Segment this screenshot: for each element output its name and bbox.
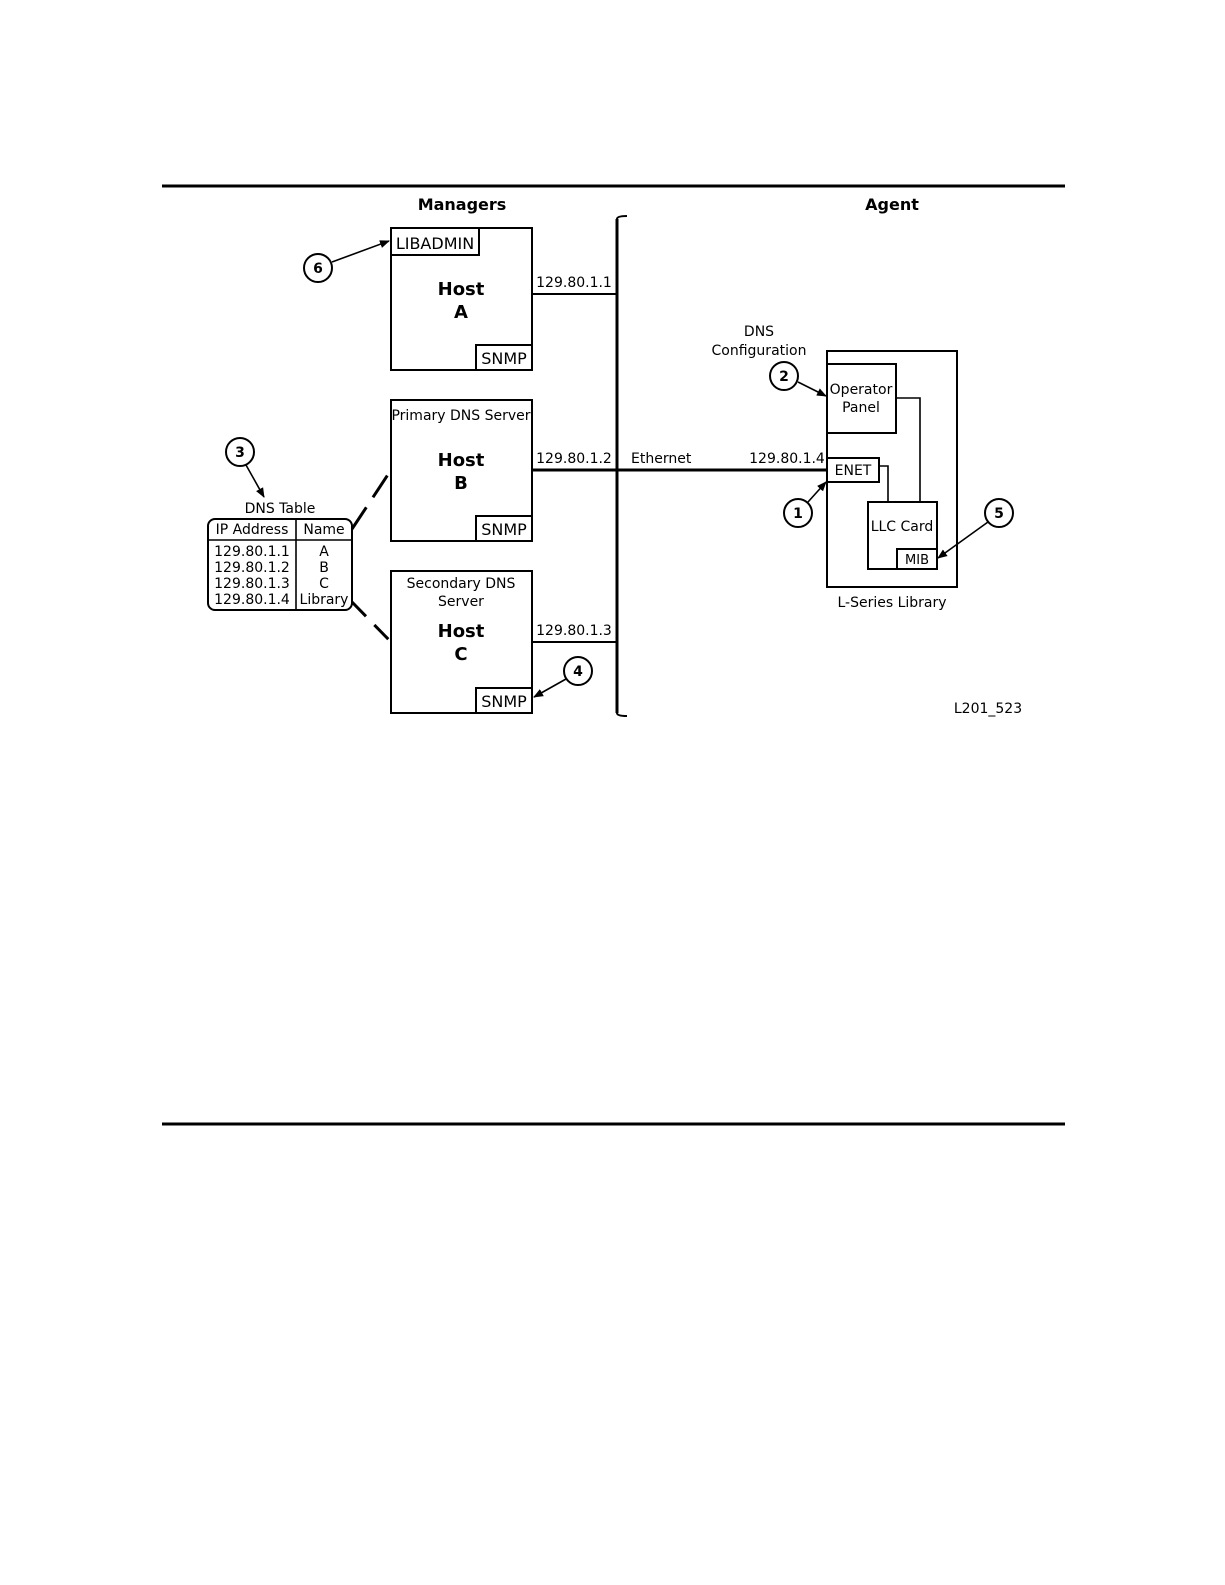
host-b-role: Primary DNS Server [391, 408, 530, 424]
callout-6: 6 [303, 240, 390, 283]
svg-text:5: 5 [994, 506, 1004, 522]
host-c-role-line2: Server [438, 594, 484, 610]
dns-row-4-ip: 129.80.1.4 [214, 592, 290, 608]
host-a-title: Host [438, 279, 485, 300]
host-c-title: Host [438, 621, 485, 642]
libadmin-label: LIBADMIN [396, 234, 474, 253]
svg-text:2: 2 [779, 369, 789, 385]
host-a-snmp-label: SNMP [481, 349, 527, 368]
libadmin-box [390, 227, 480, 256]
host-a-ip: 129.80.1.1 [536, 275, 612, 291]
llc-card-label: LLC Card [871, 519, 934, 535]
dns-row-1-name: A [319, 544, 329, 560]
svg-text:4: 4 [573, 664, 583, 680]
operator-panel-box [826, 363, 897, 434]
dns-table: DNS Table IP Address Name 129.80.1.1 A 1… [207, 501, 353, 611]
panel-to-llc-line [896, 397, 921, 502]
host-b-title: Host [438, 450, 485, 471]
figure-id: L201_523 [954, 701, 1022, 717]
host-b-letter: B [454, 473, 468, 494]
dns-row-3-name: C [319, 576, 329, 592]
dns-row-2-ip: 129.80.1.2 [214, 560, 290, 576]
svg-text:1: 1 [793, 506, 803, 522]
callout-1: 1 [783, 481, 827, 528]
dns-table-box [207, 518, 353, 611]
host-a-letter: A [454, 302, 468, 323]
dns-config-line2: Configuration [712, 343, 807, 359]
host-b-ip: 129.80.1.2 [536, 451, 612, 467]
svg-text:3: 3 [235, 445, 245, 461]
callout-4: 4 [533, 656, 593, 698]
host-c-ip: 129.80.1.3 [536, 623, 612, 639]
callout-3: 3 [225, 437, 265, 498]
dns-to-host-b-dash [350, 469, 393, 530]
dns-row-1-ip: 129.80.1.1 [214, 544, 290, 560]
host-a: LIBADMIN Host A SNMP 129.80.1.1 [390, 227, 617, 371]
bus-cap-top [616, 215, 628, 220]
host-b: Primary DNS Server Host B SNMP 129.80.1.… [390, 399, 617, 542]
mib-box [896, 548, 938, 570]
dns-table-header-ip: IP Address [216, 522, 289, 538]
enet-box [826, 457, 880, 483]
operator-panel-line1: Operator [830, 382, 893, 398]
dns-config-line1: DNS [744, 324, 774, 340]
l-series-library: Operator Panel ENET LLC Card MIB L-Serie… [826, 350, 958, 611]
host-a-snmp-box [475, 344, 533, 371]
host-c: Secondary DNS Server Host C SNMP 129.80.… [390, 570, 617, 714]
callout-5: 5 [937, 498, 1014, 559]
agent-header: Agent [865, 195, 919, 214]
dns-table-header-name: Name [303, 522, 344, 538]
dns-row-3-ip: 129.80.1.3 [214, 576, 290, 592]
dns-to-host-c-dash [350, 600, 393, 644]
dns-row-2-name: B [319, 560, 329, 576]
host-c-letter: C [454, 644, 467, 665]
host-b-snmp-label: SNMP [481, 520, 527, 539]
svg-text:6: 6 [313, 261, 323, 277]
host-c-snmp-label: SNMP [481, 692, 527, 711]
enet-label: ENET [835, 463, 872, 479]
operator-panel-line2: Panel [842, 400, 880, 416]
managers-header: Managers [418, 195, 507, 214]
host-c-snmp-box [475, 687, 533, 714]
bus-cap-bottom [616, 712, 628, 717]
dns-table-title: DNS Table [245, 501, 316, 517]
mib-label: MIB [905, 553, 929, 568]
library-ip: 129.80.1.4 [749, 451, 825, 467]
host-b-snmp-box [475, 515, 533, 542]
callout-2: 2 [769, 361, 827, 397]
enet-to-llc-line [879, 465, 889, 502]
ethernet-label: Ethernet [631, 451, 692, 467]
library-caption: L-Series Library [837, 595, 946, 611]
host-c-role-line1: Secondary DNS [407, 576, 516, 592]
dns-row-4-name: Library [300, 592, 349, 608]
